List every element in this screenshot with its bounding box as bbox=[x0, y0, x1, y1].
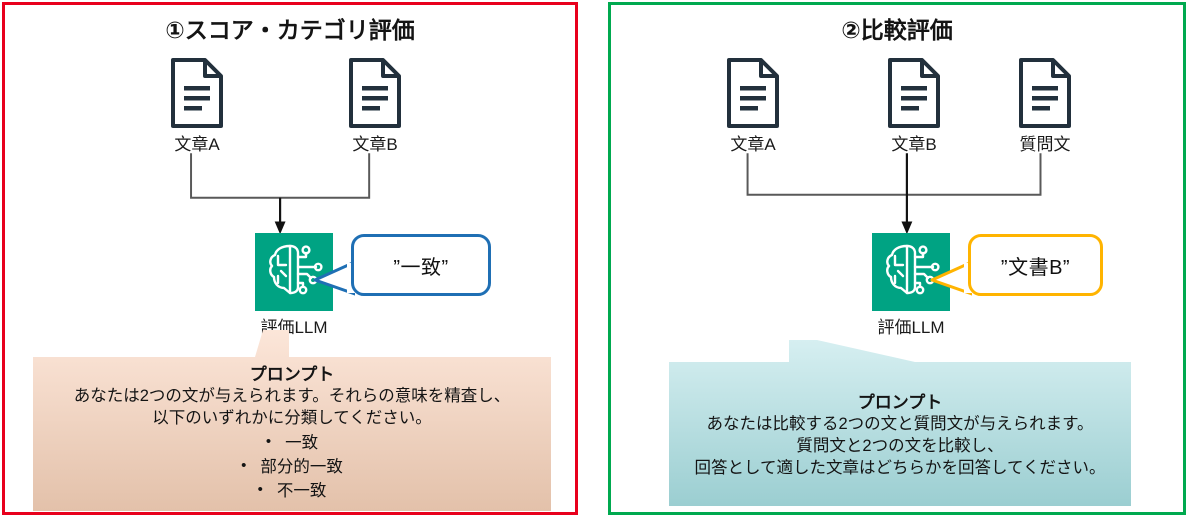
document-icon bbox=[888, 58, 940, 128]
panel-score-category-evaluation: ①スコア・カテゴリ評価 文章A bbox=[2, 2, 578, 515]
prompt-bullet-left-1: • 部分的一致 bbox=[33, 455, 551, 479]
speech-bubble-body-right: ”文書B” bbox=[968, 234, 1103, 296]
panel-title-left: ①スコア・カテゴリ評価 bbox=[165, 17, 415, 43]
llm-tile-left bbox=[255, 233, 333, 311]
prompt-bullet-left-0: • 一致 bbox=[33, 431, 551, 455]
prompt-bullet-text-left-0: 一致 bbox=[285, 433, 319, 452]
prompt-callout-shape-left bbox=[33, 330, 551, 511]
prompt-callout-right: プロンプト あなたは比較する2つの文と質問文が与えられます。 質問文と2つの文を… bbox=[669, 340, 1131, 506]
llm-node-left: 評価LLM bbox=[252, 233, 336, 338]
prompt-bullet-text-left-2: 不一致 bbox=[276, 482, 327, 501]
speech-bubble-text-right: ”文書B” bbox=[1000, 256, 1071, 279]
prompt-bullet-left-2: • 不一致 bbox=[33, 479, 551, 503]
prompt-bullet-text-left-1: 部分的一致 bbox=[260, 457, 343, 476]
document-node-right-b: 文章B bbox=[882, 57, 946, 155]
prompt-heading-right: プロンプト bbox=[857, 393, 943, 412]
speech-bubble-tail-left bbox=[313, 260, 355, 296]
document-label-right-q: 質問文 bbox=[1019, 135, 1071, 154]
prompt-line-left-0: あなたは2つの文が与えられます。それらの意味を精査し、 bbox=[73, 387, 511, 405]
document-label-right-b: 文章B bbox=[891, 135, 937, 154]
llm-tile-right bbox=[872, 233, 950, 311]
speech-bubble-right: ”文書B” bbox=[930, 234, 1103, 296]
document-node-right-a: 文章A bbox=[721, 57, 785, 155]
document-label-left-a: 文章A bbox=[174, 135, 220, 154]
prompt-line-right-2: 回答として適した文章はどちらかを回答してください。 bbox=[694, 458, 1106, 477]
speech-bubble-left: ”一致” bbox=[313, 234, 491, 296]
speech-bubble-tail-right bbox=[930, 260, 972, 296]
document-node-right-q: 質問文 bbox=[1013, 57, 1077, 155]
document-icon bbox=[727, 58, 779, 128]
document-node-left-b: 文章B bbox=[343, 57, 407, 155]
prompt-content-right: プロンプト あなたは比較する2つの文と質問文が与えられます。 質問文と2つの文を… bbox=[669, 344, 1131, 479]
llm-node-right: 評価LLM bbox=[869, 233, 953, 338]
prompt-bullet-list-left: • 一致 • 部分的一致 • 不一致 bbox=[33, 431, 551, 504]
document-label-right-a: 文章A bbox=[730, 135, 776, 154]
prompt-line-right-0: あなたは比較する2つの文と質問文が与えられます。 bbox=[706, 415, 1094, 433]
document-node-left-a: 文章A bbox=[165, 57, 229, 155]
speech-bubble-body-left: ”一致” bbox=[351, 234, 491, 296]
document-icon bbox=[349, 58, 401, 128]
document-icon bbox=[1019, 58, 1071, 128]
speech-bubble-text-left: ”一致” bbox=[393, 256, 449, 279]
prompt-heading-left: プロンプト bbox=[249, 365, 335, 384]
prompt-callout-left: プロンプト あなたは2つの文が与えられます。それらの意味を精査し、 以下のいずれ… bbox=[33, 330, 551, 511]
prompt-content-left: プロンプト あなたは2つの文が与えられます。それらの意味を精査し、 以下のいずれ… bbox=[33, 334, 551, 504]
prompt-line-right-1: 質問文と2つの文を比較し、 bbox=[796, 436, 1004, 455]
panel-title-right: ②比較評価 bbox=[841, 17, 953, 43]
panel-comparative-evaluation: ②比較評価 文章A 文章B bbox=[608, 2, 1186, 515]
document-icon bbox=[171, 58, 223, 128]
bullet-dot-icon: • bbox=[241, 456, 247, 474]
prompt-line-left-1: 以下のいずれかに分類してください。 bbox=[152, 408, 432, 427]
bullet-dot-icon: • bbox=[257, 481, 263, 499]
bullet-dot-icon: • bbox=[265, 432, 272, 450]
prompt-callout-shape-right bbox=[669, 340, 1131, 506]
llm-label-right: 評価LLM bbox=[877, 318, 945, 337]
document-label-left-b: 文章B bbox=[352, 135, 398, 154]
